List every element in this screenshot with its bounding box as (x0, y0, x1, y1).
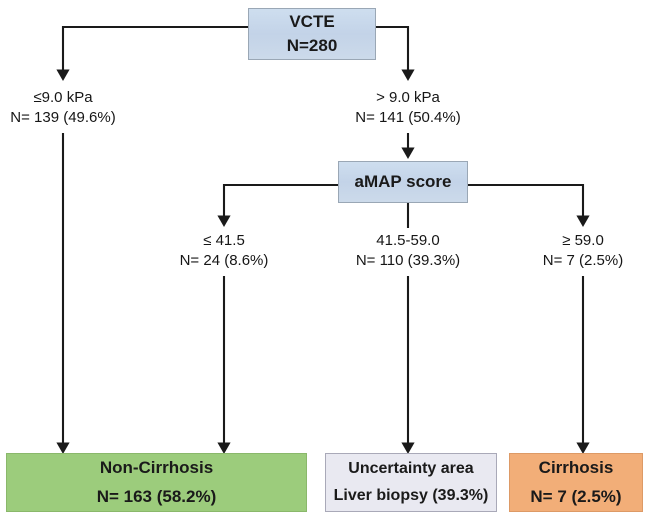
connector-vcte-to-low (56, 25, 248, 82)
connector-amap-to-low (217, 183, 338, 228)
label-amap-mid-criterion: 41.5-59.0 (376, 232, 440, 249)
node-cirrhosis[interactable]: Cirrhosis N= 7 (2.5%) (509, 453, 643, 512)
label-amap-high-criterion: ≥ 59.0 (562, 232, 604, 249)
connector-vcte-to-high (376, 25, 415, 82)
label-amap-high-count: N= 7 (2.5%) (542, 251, 624, 269)
node-amap-score-title: aMAP score (354, 171, 452, 191)
label-amap-low-count: N= 24 (8.6%) (179, 251, 269, 269)
label-amap-mid: 41.5-59.0 N= 110 (39.3%) (344, 231, 472, 271)
node-non-cirrhosis-count: N= 163 (58.2%) (96, 487, 217, 506)
label-vcte-low-criterion: ≤9.0 kPa (33, 89, 93, 106)
node-vcte-count: N=280 (286, 35, 338, 55)
label-vcte-low-count: N= 139 (49.6%) (10, 108, 116, 126)
label-vcte-high-count: N= 141 (50.4%) (355, 108, 461, 126)
label-amap-low: ≤ 41.5 N= 24 (8.6%) (161, 231, 287, 271)
node-uncertainty-area[interactable]: Uncertainty area Liver biopsy (39.3%) (325, 453, 497, 512)
connector-amap-to-high (468, 183, 590, 228)
label-amap-high: ≥ 59.0 N= 7 (2.5%) (525, 231, 641, 271)
node-vcte[interactable]: VCTE N=280 (248, 8, 376, 60)
node-cirrhosis-count: N= 7 (2.5%) (530, 487, 622, 506)
label-amap-low-criterion: ≤ 41.5 (203, 232, 245, 249)
node-amap-score[interactable]: aMAP score (338, 161, 468, 203)
node-uncertainty-area-title: Uncertainty area (348, 460, 474, 477)
node-uncertainty-area-action: Liver biopsy (39.3%) (333, 487, 489, 504)
node-non-cirrhosis[interactable]: Non-Cirrhosis N= 163 (58.2%) (6, 453, 307, 512)
label-amap-mid-count: N= 110 (39.3%) (355, 251, 461, 269)
node-non-cirrhosis-title: Non-Cirrhosis (99, 458, 214, 477)
label-vcte-low: ≤9.0 kPa N= 139 (49.6%) (0, 88, 126, 128)
node-vcte-title: VCTE (289, 12, 335, 32)
label-vcte-high: > 9.0 kPa N= 141 (50.4%) (345, 88, 471, 128)
node-cirrhosis-title: Cirrhosis (538, 458, 614, 477)
label-vcte-high-criterion: > 9.0 kPa (376, 89, 440, 106)
